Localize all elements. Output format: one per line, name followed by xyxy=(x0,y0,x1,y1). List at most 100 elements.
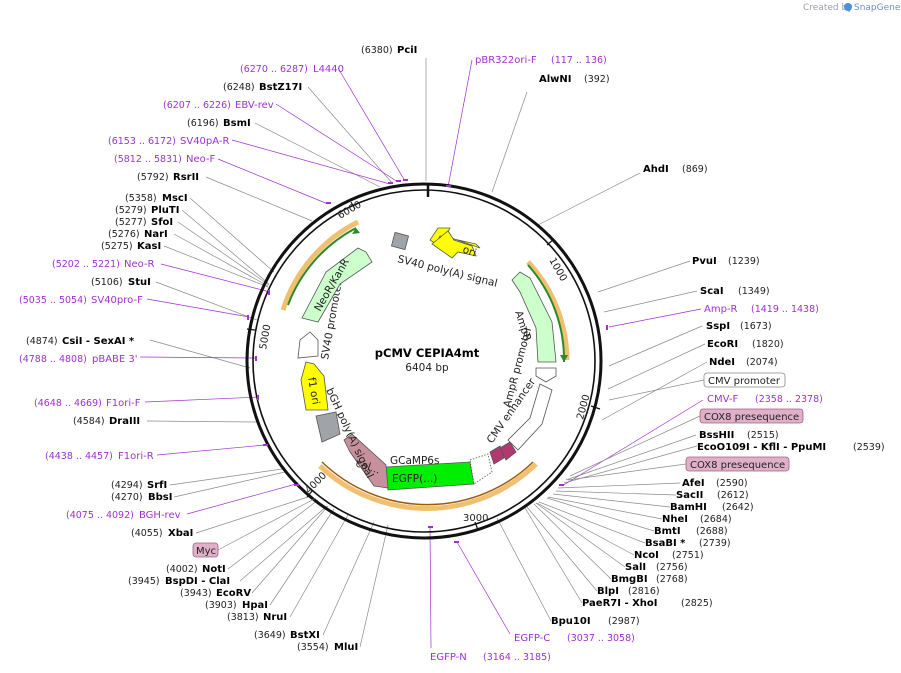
primer-name: Neo-R xyxy=(124,259,155,270)
ampr-feature xyxy=(511,271,557,363)
primer-name: F1ori-R xyxy=(118,451,154,462)
neo-orf-outer xyxy=(280,219,360,311)
site-name: BstXI xyxy=(290,630,320,641)
site-name: NruI xyxy=(263,612,287,623)
site-pos: (3943) xyxy=(180,588,212,599)
site-pos: (2642) xyxy=(722,502,754,513)
site-name: EcoRV xyxy=(216,588,251,599)
site-name: BsaBI * xyxy=(645,538,686,549)
site-pos: (4270) xyxy=(111,492,143,503)
site-name: BamHI xyxy=(670,502,707,513)
site-pos: (6196) xyxy=(187,118,219,129)
gcamp-orf-outer xyxy=(318,462,538,511)
site-name: BspDI - ClaI xyxy=(165,576,230,587)
site-pos: (5275) xyxy=(101,241,133,252)
site-pos: (3903) xyxy=(205,600,237,611)
site-name: PciI xyxy=(397,45,417,56)
backbone xyxy=(245,182,603,540)
orf-arcs xyxy=(280,219,570,511)
site-name: BstZ17I xyxy=(259,82,302,93)
primer-range: (3164 .. 3185) xyxy=(483,652,551,663)
site-name: BmgBI xyxy=(611,574,648,585)
features: ori SV40 poly(A) signal AmpR AmpR promot… xyxy=(297,227,557,491)
site-name: SfoI xyxy=(151,217,173,228)
snapgene-credit: Created by SnapGene xyxy=(803,3,901,13)
primer-range: (2358 .. 2378) xyxy=(755,394,823,405)
sv40-promoter-feature xyxy=(297,331,319,359)
site-name: EcoO109I - KflI - PpuMI xyxy=(697,442,826,453)
tick-label: 2000 xyxy=(575,393,592,420)
site-pos: (2539) xyxy=(853,442,885,453)
site-pos: (1239) xyxy=(728,256,760,267)
site-pos: (5106) xyxy=(91,277,123,288)
neor-feature xyxy=(301,247,373,323)
f1ori-label: f1 ori xyxy=(305,376,322,405)
cmv-enhancer-feature xyxy=(507,383,553,451)
site-pos: (3945) xyxy=(128,576,160,587)
plasmid-name: pCMV CEPIA4mt xyxy=(375,346,480,360)
cox8-marker xyxy=(489,445,505,465)
primer-range: (4648 .. 4669) xyxy=(34,398,102,409)
primer-name: EBV-rev xyxy=(235,100,274,111)
plasmid-length: 6404 bp xyxy=(405,362,449,374)
primer-range: (1419 .. 1438) xyxy=(751,304,819,315)
primer-range: (3037 .. 3058) xyxy=(567,633,635,644)
myc-box-label: Myc xyxy=(196,546,216,557)
primer-name: SV40pA-R xyxy=(180,136,229,147)
site-pos: (2816) xyxy=(628,586,660,597)
site-name: RsrII xyxy=(173,172,199,183)
site-name: SrfI xyxy=(147,480,167,491)
tick-label: 1000 xyxy=(546,256,568,284)
tick-label: 6000 xyxy=(336,199,364,221)
site-name: NheI xyxy=(662,514,688,525)
credit-prefix: Created by xyxy=(803,3,853,13)
primer-name: EGFP-N xyxy=(430,652,467,663)
site-name: PaeR7I - XhoI xyxy=(582,598,658,609)
primer-range: (117 .. 136) xyxy=(551,55,607,66)
site-pos: (392) xyxy=(584,74,610,85)
site-name: AhdI xyxy=(643,164,669,175)
site-pos: (2612) xyxy=(717,490,749,501)
site-name: BssHII xyxy=(699,430,734,441)
primer-range: (5202 .. 5221) xyxy=(52,259,120,270)
tick-label: 3000 xyxy=(463,513,488,524)
site-pos: (2739) xyxy=(699,538,731,549)
site-pos: (5279) xyxy=(115,205,147,216)
primer-range: (4438 .. 4457) xyxy=(45,451,113,462)
site-name: MscI xyxy=(162,193,188,204)
site-name: Bpu10I xyxy=(551,616,591,627)
primer-range: (4075 .. 4092) xyxy=(66,510,134,521)
egfp-label: EGFP(...) xyxy=(392,473,437,485)
site-leader-lines xyxy=(146,58,708,648)
amp-orf-outer xyxy=(526,260,570,361)
site-pos: (2590) xyxy=(716,478,748,489)
site-pos: (3554) xyxy=(297,642,329,653)
site-name: AfeI xyxy=(682,478,705,489)
cox8-box-label: COX8 presequence xyxy=(690,460,785,471)
site-pos: (2074) xyxy=(746,357,778,368)
site-pos: (1673) xyxy=(740,321,772,332)
site-pos: (4294) xyxy=(111,480,143,491)
neo-orf-inner xyxy=(287,227,357,306)
primer-name: EGFP-C xyxy=(514,633,550,644)
site-name: XbaI xyxy=(168,528,193,539)
site-name: NarI xyxy=(144,229,168,240)
amp-orf-inner xyxy=(527,264,566,363)
site-pos: (2825) xyxy=(681,598,713,609)
site-name: PluTI xyxy=(151,205,179,216)
sv40-polya-marker xyxy=(390,231,410,251)
primer-range: (6207 .. 6226) xyxy=(163,100,231,111)
primer-name: pBR322ori-F xyxy=(475,55,537,66)
site-pos: (3649) xyxy=(254,630,286,641)
site-pos: (1820) xyxy=(752,339,784,350)
primer-range: (5812 .. 5831) xyxy=(114,154,182,165)
site-name: CsiI - SexAI * xyxy=(62,336,135,347)
site-pos: (2688) xyxy=(696,526,728,537)
site-name: AlwNI xyxy=(539,74,572,85)
gcamp-label: GCaMP6s xyxy=(390,455,439,467)
site-name: BsmI xyxy=(223,118,251,129)
site-pos: (4874) xyxy=(26,336,58,347)
primer-name: L4440 xyxy=(313,64,344,75)
site-name: MluI xyxy=(334,642,358,653)
primer-range: (6270 .. 6287) xyxy=(240,64,308,75)
